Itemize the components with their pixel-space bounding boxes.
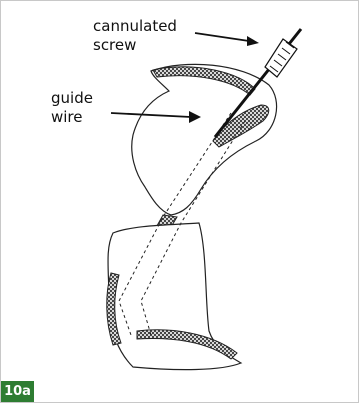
screw-label-line2: screw [93,36,203,55]
screw-arrow [195,33,259,46]
figure-tag: 10a [1,381,34,402]
cannulated-screw [265,39,297,77]
guide-wire-label: guide wire [51,89,121,127]
wire-label-line2: wire [51,108,121,127]
wire-label-line1: guide [51,89,121,108]
screw-label-line1: cannulated [93,17,203,36]
cannulated-screw-label: cannulated screw [93,17,203,55]
